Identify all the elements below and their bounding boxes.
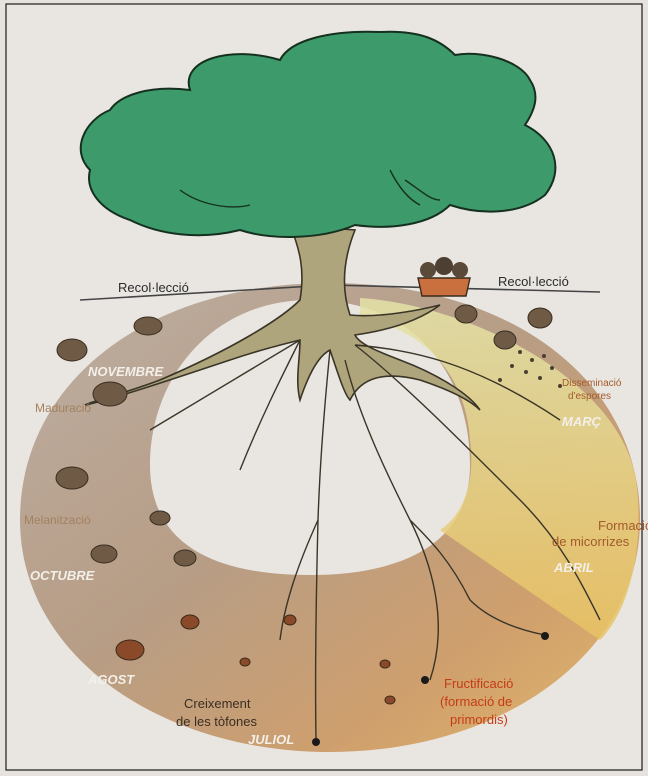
stage-fruiting-line2: (formació de — [440, 694, 512, 709]
stage-spores-line1: Disseminació — [562, 378, 622, 389]
stage-mycorrhiza-line2: de micorrizes — [552, 534, 630, 549]
month-july: JULIOL — [248, 732, 294, 747]
month-april: ABRIL — [553, 560, 594, 575]
month-october: OCTUBRE — [30, 568, 95, 583]
stage-maturation: Maduració — [35, 401, 91, 415]
month-november: NOVEMBRE — [88, 364, 163, 379]
month-august: AGOST — [87, 672, 135, 687]
stage-fruiting-line3: primordis) — [450, 712, 508, 727]
stage-melanization: Melanització — [24, 513, 91, 527]
stage-growth-line2: de les tòfones — [176, 714, 257, 729]
stage-spores-line2: d'espores — [568, 391, 611, 402]
month-march: MARÇ — [562, 414, 602, 429]
harvest-label-right: Recol·lecció — [498, 274, 569, 289]
harvest-basket-icon — [418, 278, 470, 296]
stage-growth-line1: Creixement — [184, 696, 251, 711]
stage-mycorrhiza-line1: Formació — [598, 518, 648, 533]
stage-fruiting-line1: Fructificació — [444, 676, 513, 691]
harvest-label-left: Recol·lecció — [118, 280, 189, 295]
